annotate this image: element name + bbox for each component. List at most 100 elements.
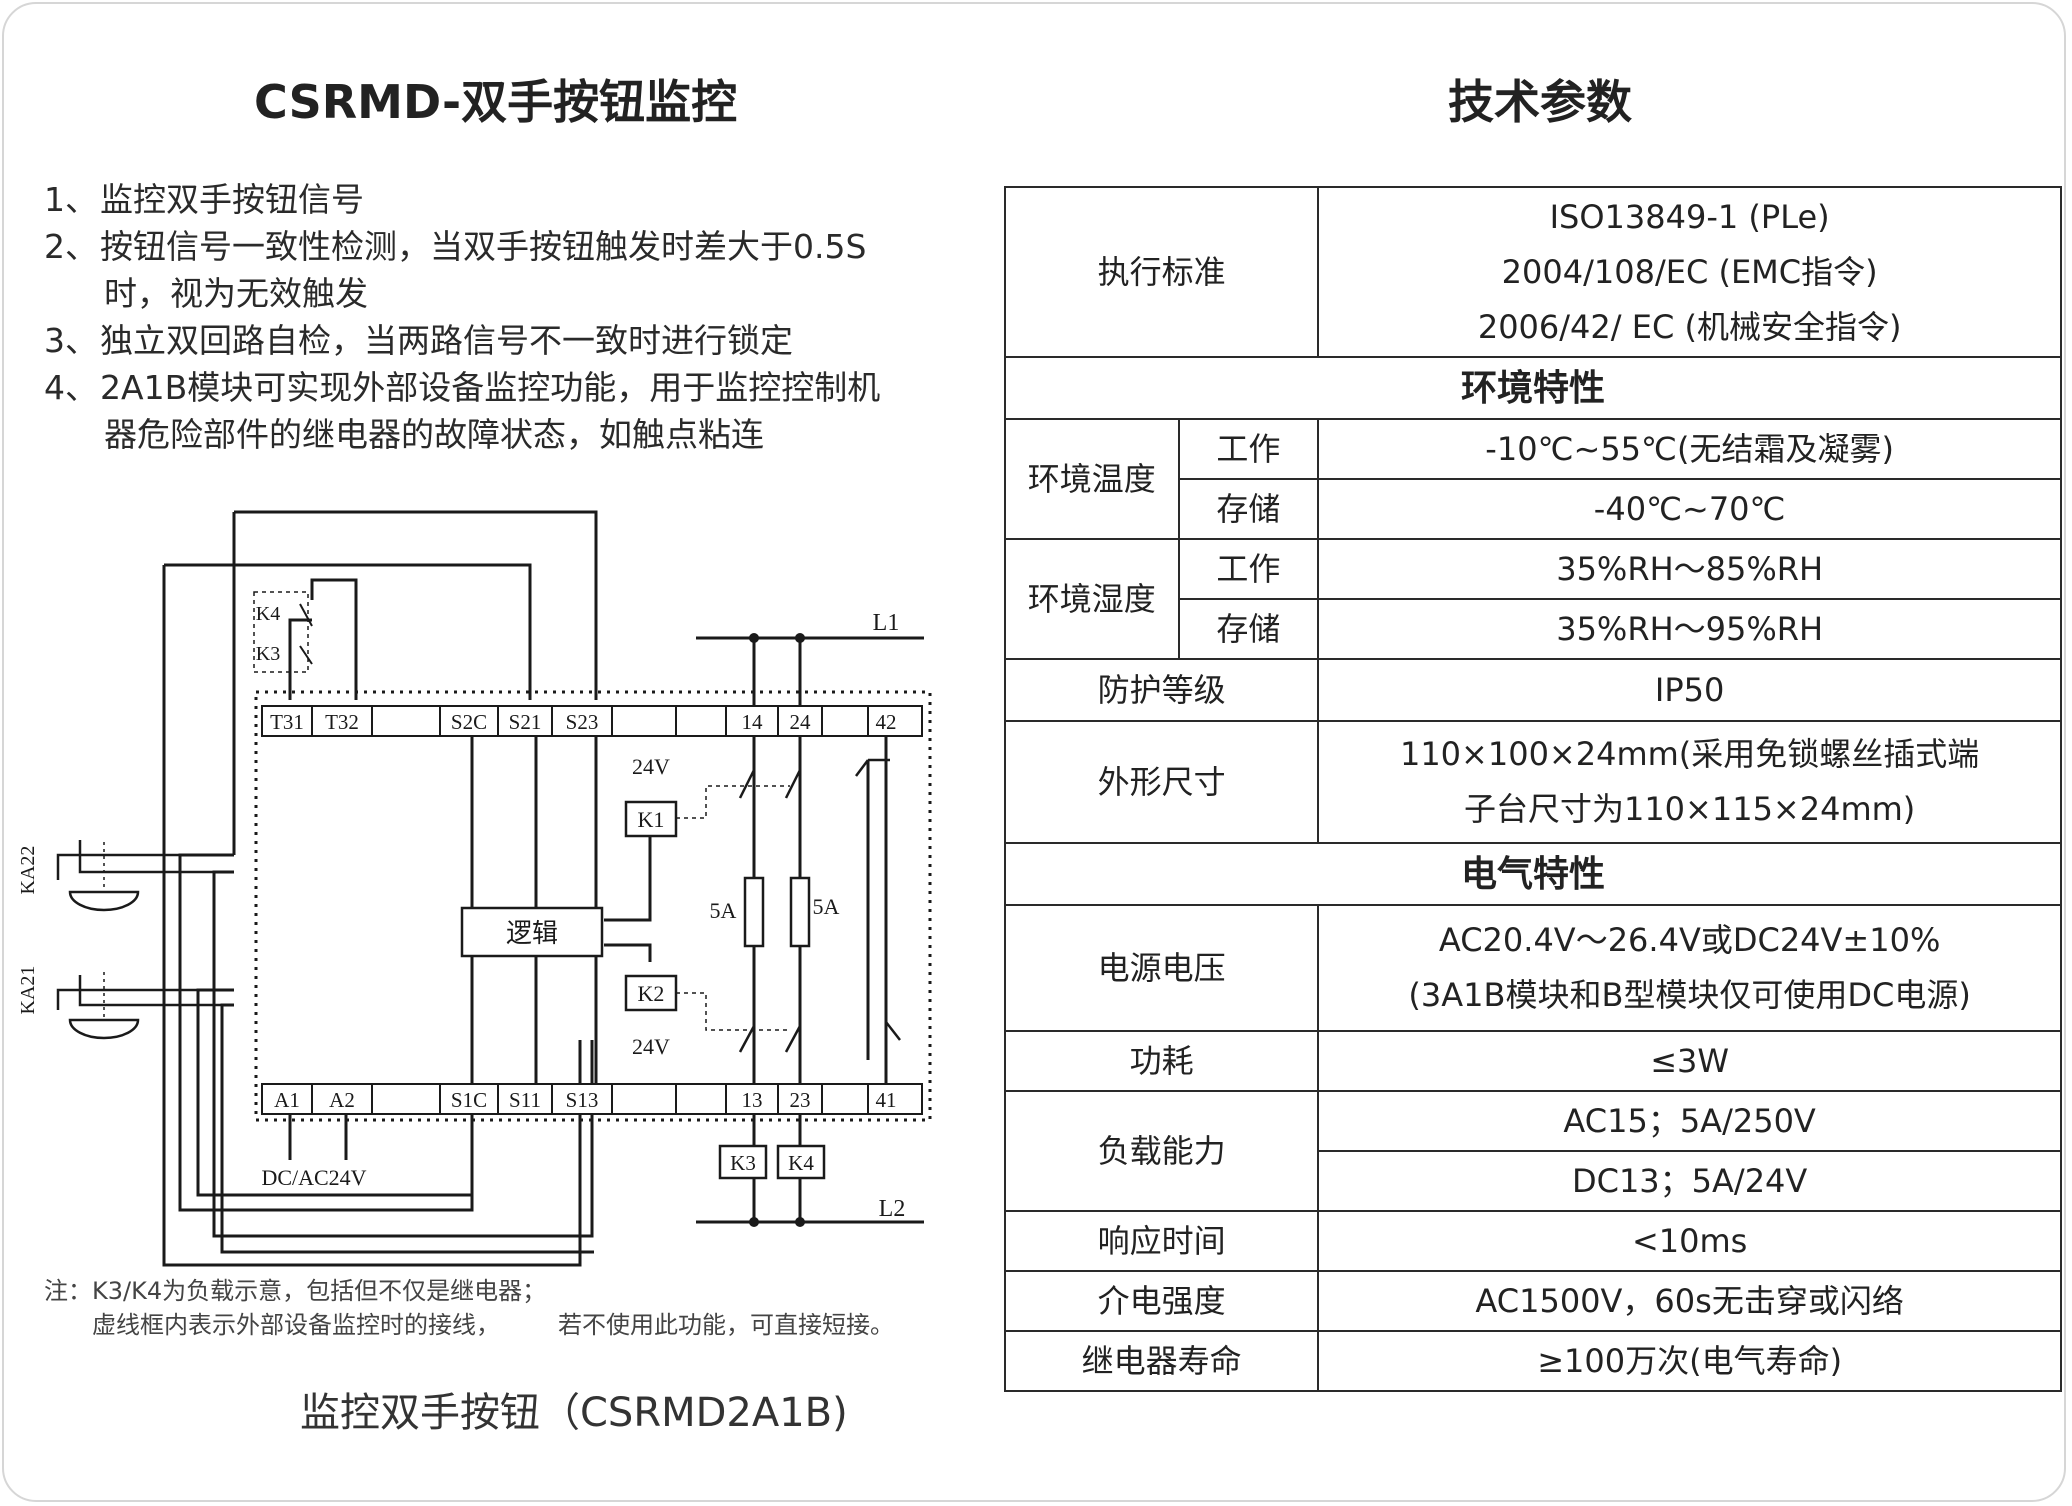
terminal-42: 42 <box>876 710 897 734</box>
feature-text: 监控双手按钮信号 <box>100 180 364 219</box>
terminal-23: 23 <box>790 1088 811 1112</box>
standard-iso: ISO13849-1 (PLe) <box>1549 197 1830 236</box>
section-electrical: 电气特性 <box>1004 842 2062 906</box>
relay-k1: K1 <box>638 807 665 832</box>
table-row: 环境湿度 工作 35%RH～85%RH <box>1004 538 2062 660</box>
wiring-diagram: T31 T32 S2C S21 S23 14 24 42 A1 A2 S1C S… <box>17 510 932 1267</box>
feature-item: 3、 独立双回路自检，当两路信号不一致时进行锁定 <box>44 317 934 364</box>
terminal-t31: T31 <box>270 710 304 734</box>
table-row: 执行标准 ISO13849-1 (PLe) 2004/108/EC (EMC指令… <box>1003 186 2062 358</box>
spec-value: 35%RH～85%RH <box>1317 538 2062 600</box>
feedback-k4: K4 <box>256 603 280 625</box>
spec-label: 外形尺寸 <box>1003 720 1320 844</box>
section-environment: 环境特性 <box>1004 356 2062 420</box>
table-row: 电源电压 AC20.4V～26.4V或DC24V±10% (3A1B模块和B型模… <box>1003 904 2062 1032</box>
note-line-2a: 虚线框内表示外部设备监控时的接线， <box>92 1311 500 1339</box>
terminal-s21: S21 <box>509 710 542 734</box>
feature-item: 2、 按钮信号一致性检测，当双手按钮触发时差大于0.5S 时，视为无效触发 <box>44 223 934 317</box>
note-line-2b: 若不使用此功能，可直接短接。 <box>558 1311 894 1339</box>
terminal-s2c: S2C <box>451 710 487 734</box>
feature-number: 3、 <box>44 321 98 360</box>
size-line-2: 子台尺寸为110×115×24mm) <box>1463 790 1916 828</box>
table-row: DC13；5A/24V <box>1005 1150 2062 1212</box>
load-k3: K3 <box>730 1151 756 1175</box>
feature-number: 1、 <box>44 180 98 219</box>
spec-value: ≥100万次(电气寿命) <box>1317 1330 2062 1392</box>
standard-emc: 2004/108/EC (EMC指令) <box>1501 252 1878 291</box>
spec-table: 执行标准 ISO13849-1 (PLe) 2004/108/EC (EMC指令… <box>1003 186 2062 1392</box>
feature-text: 按钮信号一致性检测，当双手按钮触发时差大于0.5S <box>100 227 867 266</box>
terminal-41: 41 <box>876 1088 897 1112</box>
feature-text-continued: 器危险部件的继电器的故障状态，如触点粘连 <box>104 415 764 454</box>
spec-value: AC15；5A/250V <box>1317 1090 2062 1152</box>
spec-label: 继电器寿命 <box>1003 1330 1320 1392</box>
feature-number: 4、 <box>44 368 98 407</box>
table-row: 功耗 ≤3W <box>1003 1030 2062 1092</box>
supply-label: DC/AC24V <box>261 1165 366 1190</box>
standard-machinery: 2006/42/ EC (机械安全指令) <box>1477 307 1902 346</box>
line-l1-label: L1 <box>873 610 900 636</box>
table-row: 防护等级 IP50 <box>1003 658 2062 722</box>
relay-k2: K2 <box>638 981 665 1006</box>
terminal-s13: S13 <box>566 1088 599 1112</box>
diagram-note: 注：K3/K4为负载示意，包括但不仅是继电器； 虚线框内表示外部设备监控时的接线… <box>44 1274 894 1342</box>
terminal-s1c: S1C <box>451 1088 487 1112</box>
spec-sublabel: 存储 <box>1177 478 1320 540</box>
feature-item: 1、 监控双手按钮信号 <box>44 176 934 223</box>
voltage-label-top: 24V <box>632 754 670 779</box>
terminal-s23: S23 <box>566 710 599 734</box>
size-line-1: 110×100×24mm(采用免锁螺丝插式端 <box>1399 735 1980 773</box>
terminal-14: 14 <box>742 710 764 734</box>
spec-value: 110×100×24mm(采用免锁螺丝插式端 子台尺寸为110×115×24mm… <box>1317 720 2062 844</box>
table-section-row: 环境特性 <box>1004 356 2062 420</box>
spec-value: AC1500V，60s无击穿或闪络 <box>1317 1270 2062 1332</box>
spec-value: -40℃~70℃ <box>1317 478 2062 540</box>
button-ka22-label: KA22 <box>17 846 39 895</box>
feature-text: 2A1B模块可实现外部设备监控功能，用于监控控制机 <box>100 368 881 407</box>
feature-text-continued: 时，视为无效触发 <box>104 274 368 313</box>
terminal-24: 24 <box>790 710 812 734</box>
spec-sublabel: 工作 <box>1177 418 1320 480</box>
table-row: 介电强度 AC1500V，60s无击穿或闪络 <box>1003 1270 2062 1332</box>
voltage-label-bottom: 24V <box>632 1034 670 1059</box>
spec-value: 35%RH～95%RH <box>1317 598 2062 660</box>
product-title: CSRMD-双手按钮监控 <box>254 75 738 129</box>
spec-label: 执行标准 <box>1003 186 1320 358</box>
spec-label: 电源电压 <box>1003 904 1320 1032</box>
feature-list: 1、 监控双手按钮信号 2、 按钮信号一致性检测，当双手按钮触发时差大于0.5S… <box>44 176 934 458</box>
feature-number: 2、 <box>44 227 98 266</box>
spec-value: DC13；5A/24V <box>1317 1150 2062 1212</box>
power-line-1: AC20.4V～26.4V或DC24V±10% <box>1438 921 1941 959</box>
feature-item: 4、 2A1B模块可实现外部设备监控功能，用于监控控制机 器危险部件的继电器的故… <box>44 364 934 458</box>
terminal-a2: A2 <box>329 1088 355 1112</box>
table-row: 响应时间 <10ms <box>1003 1210 2062 1272</box>
spec-label: 环境湿度 <box>1004 538 1180 660</box>
terminal-s11: S11 <box>509 1088 541 1112</box>
fuse-right-rating: 5A <box>813 894 840 919</box>
spec-value: -10℃~55℃(无结霜及凝雾) <box>1317 418 2062 480</box>
logic-block-label: 逻辑 <box>506 919 558 949</box>
feature-text: 独立双回路自检，当两路信号不一致时进行锁定 <box>100 321 793 360</box>
table-section-row: 电气特性 <box>1004 842 2062 906</box>
diagram-caption: 监控双手按钮（CSRMD2A1B) <box>300 1390 848 1436</box>
load-k4: K4 <box>788 1151 814 1175</box>
table-row: 外形尺寸 110×100×24mm(采用免锁螺丝插式端 子台尺寸为110×115… <box>1003 720 2062 844</box>
table-row: 存储 -40℃~70℃ <box>1005 478 2062 540</box>
spec-label: 环境温度 <box>1004 418 1180 540</box>
spec-sublabel: 工作 <box>1177 538 1320 600</box>
spec-value: ISO13849-1 (PLe) 2004/108/EC (EMC指令) 200… <box>1317 186 2062 358</box>
spec-value: IP50 <box>1317 658 2062 722</box>
table-row: 继电器寿命 ≥100万次(电气寿命) <box>1003 1330 2062 1392</box>
spec-label: 防护等级 <box>1003 658 1320 722</box>
power-line-2: (3A1B模块和B型模块仅可使用DC电源) <box>1408 976 1971 1014</box>
spec-title: 技术参数 <box>1448 75 1632 129</box>
spec-value: ≤3W <box>1317 1030 2062 1092</box>
table-row: 环境温度 工作 -10℃~55℃(无结霜及凝雾) <box>1004 418 2062 540</box>
note-line-1: 注：K3/K4为负载示意，包括但不仅是继电器； <box>44 1277 547 1305</box>
spec-label: 响应时间 <box>1003 1210 1320 1272</box>
terminal-a1: A1 <box>274 1088 300 1112</box>
spec-label: 负载能力 <box>1003 1090 1320 1212</box>
spec-label: 介电强度 <box>1003 1270 1320 1332</box>
spec-label: 功耗 <box>1003 1030 1320 1092</box>
spec-value: <10ms <box>1317 1210 2062 1272</box>
